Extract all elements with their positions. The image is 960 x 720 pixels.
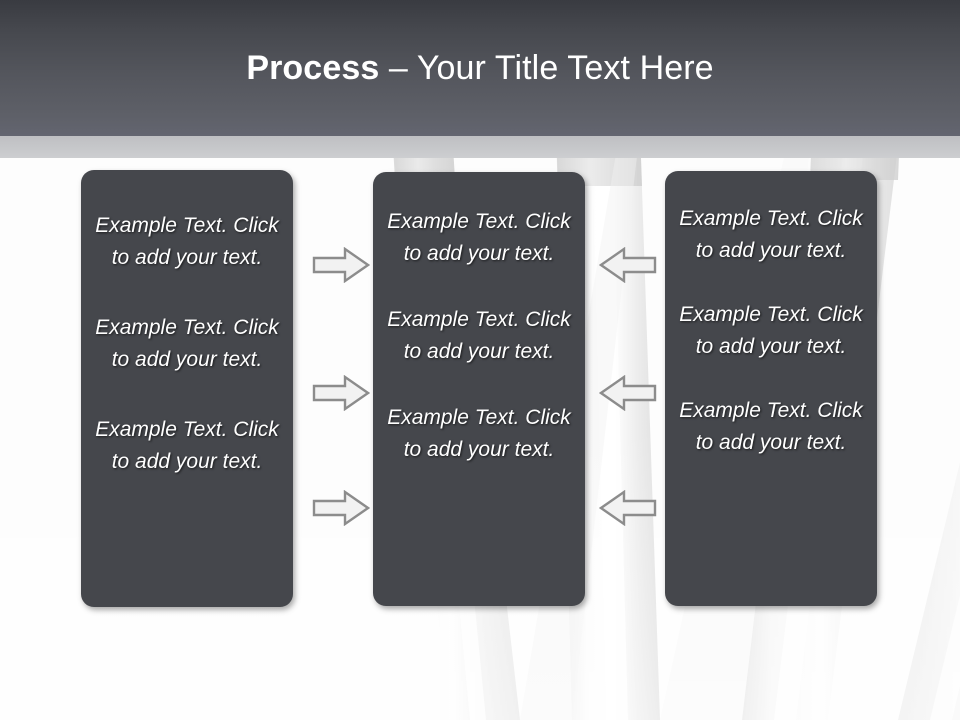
page-title: Process – Your Title Text Here: [0, 47, 960, 89]
header-band: Process – Your Title Text Here: [0, 0, 960, 136]
process-text-center-2[interactable]: Example Text. Click to add your text.: [387, 308, 571, 363]
process-text-center-3[interactable]: Example Text. Click to add your text.: [387, 406, 571, 461]
arrow-right-icon[interactable]: [312, 247, 370, 283]
page-title-rest: Your Title Text Here: [416, 49, 714, 87]
process-text-right-1[interactable]: Example Text. Click to add your text.: [679, 207, 863, 262]
process-box-right[interactable]: Example Text. Click to add your text. Ex…: [665, 171, 877, 606]
arrow-left-icon[interactable]: [599, 375, 657, 411]
process-text-right-3[interactable]: Example Text. Click to add your text.: [679, 399, 863, 454]
process-box-center[interactable]: Example Text. Click to add your text. Ex…: [373, 172, 585, 606]
arrow-left-icon[interactable]: [599, 490, 657, 526]
process-text-center-1[interactable]: Example Text. Click to add your text.: [387, 210, 571, 265]
page-title-separator: –: [379, 49, 417, 87]
process-text-left-1[interactable]: Example Text. Click to add your text.: [95, 214, 279, 269]
arrow-left-icon[interactable]: [599, 247, 657, 283]
process-box-left[interactable]: Example Text. Click to add your text. Ex…: [81, 170, 293, 607]
page-title-bold: Process: [246, 49, 380, 87]
process-text-left-2[interactable]: Example Text. Click to add your text.: [95, 316, 279, 371]
header-underbar-shade: [0, 136, 960, 158]
process-text-right-2[interactable]: Example Text. Click to add your text.: [679, 303, 863, 358]
process-text-left-3[interactable]: Example Text. Click to add your text.: [95, 418, 279, 473]
arrow-right-icon[interactable]: [312, 375, 370, 411]
arrow-right-icon[interactable]: [312, 490, 370, 526]
